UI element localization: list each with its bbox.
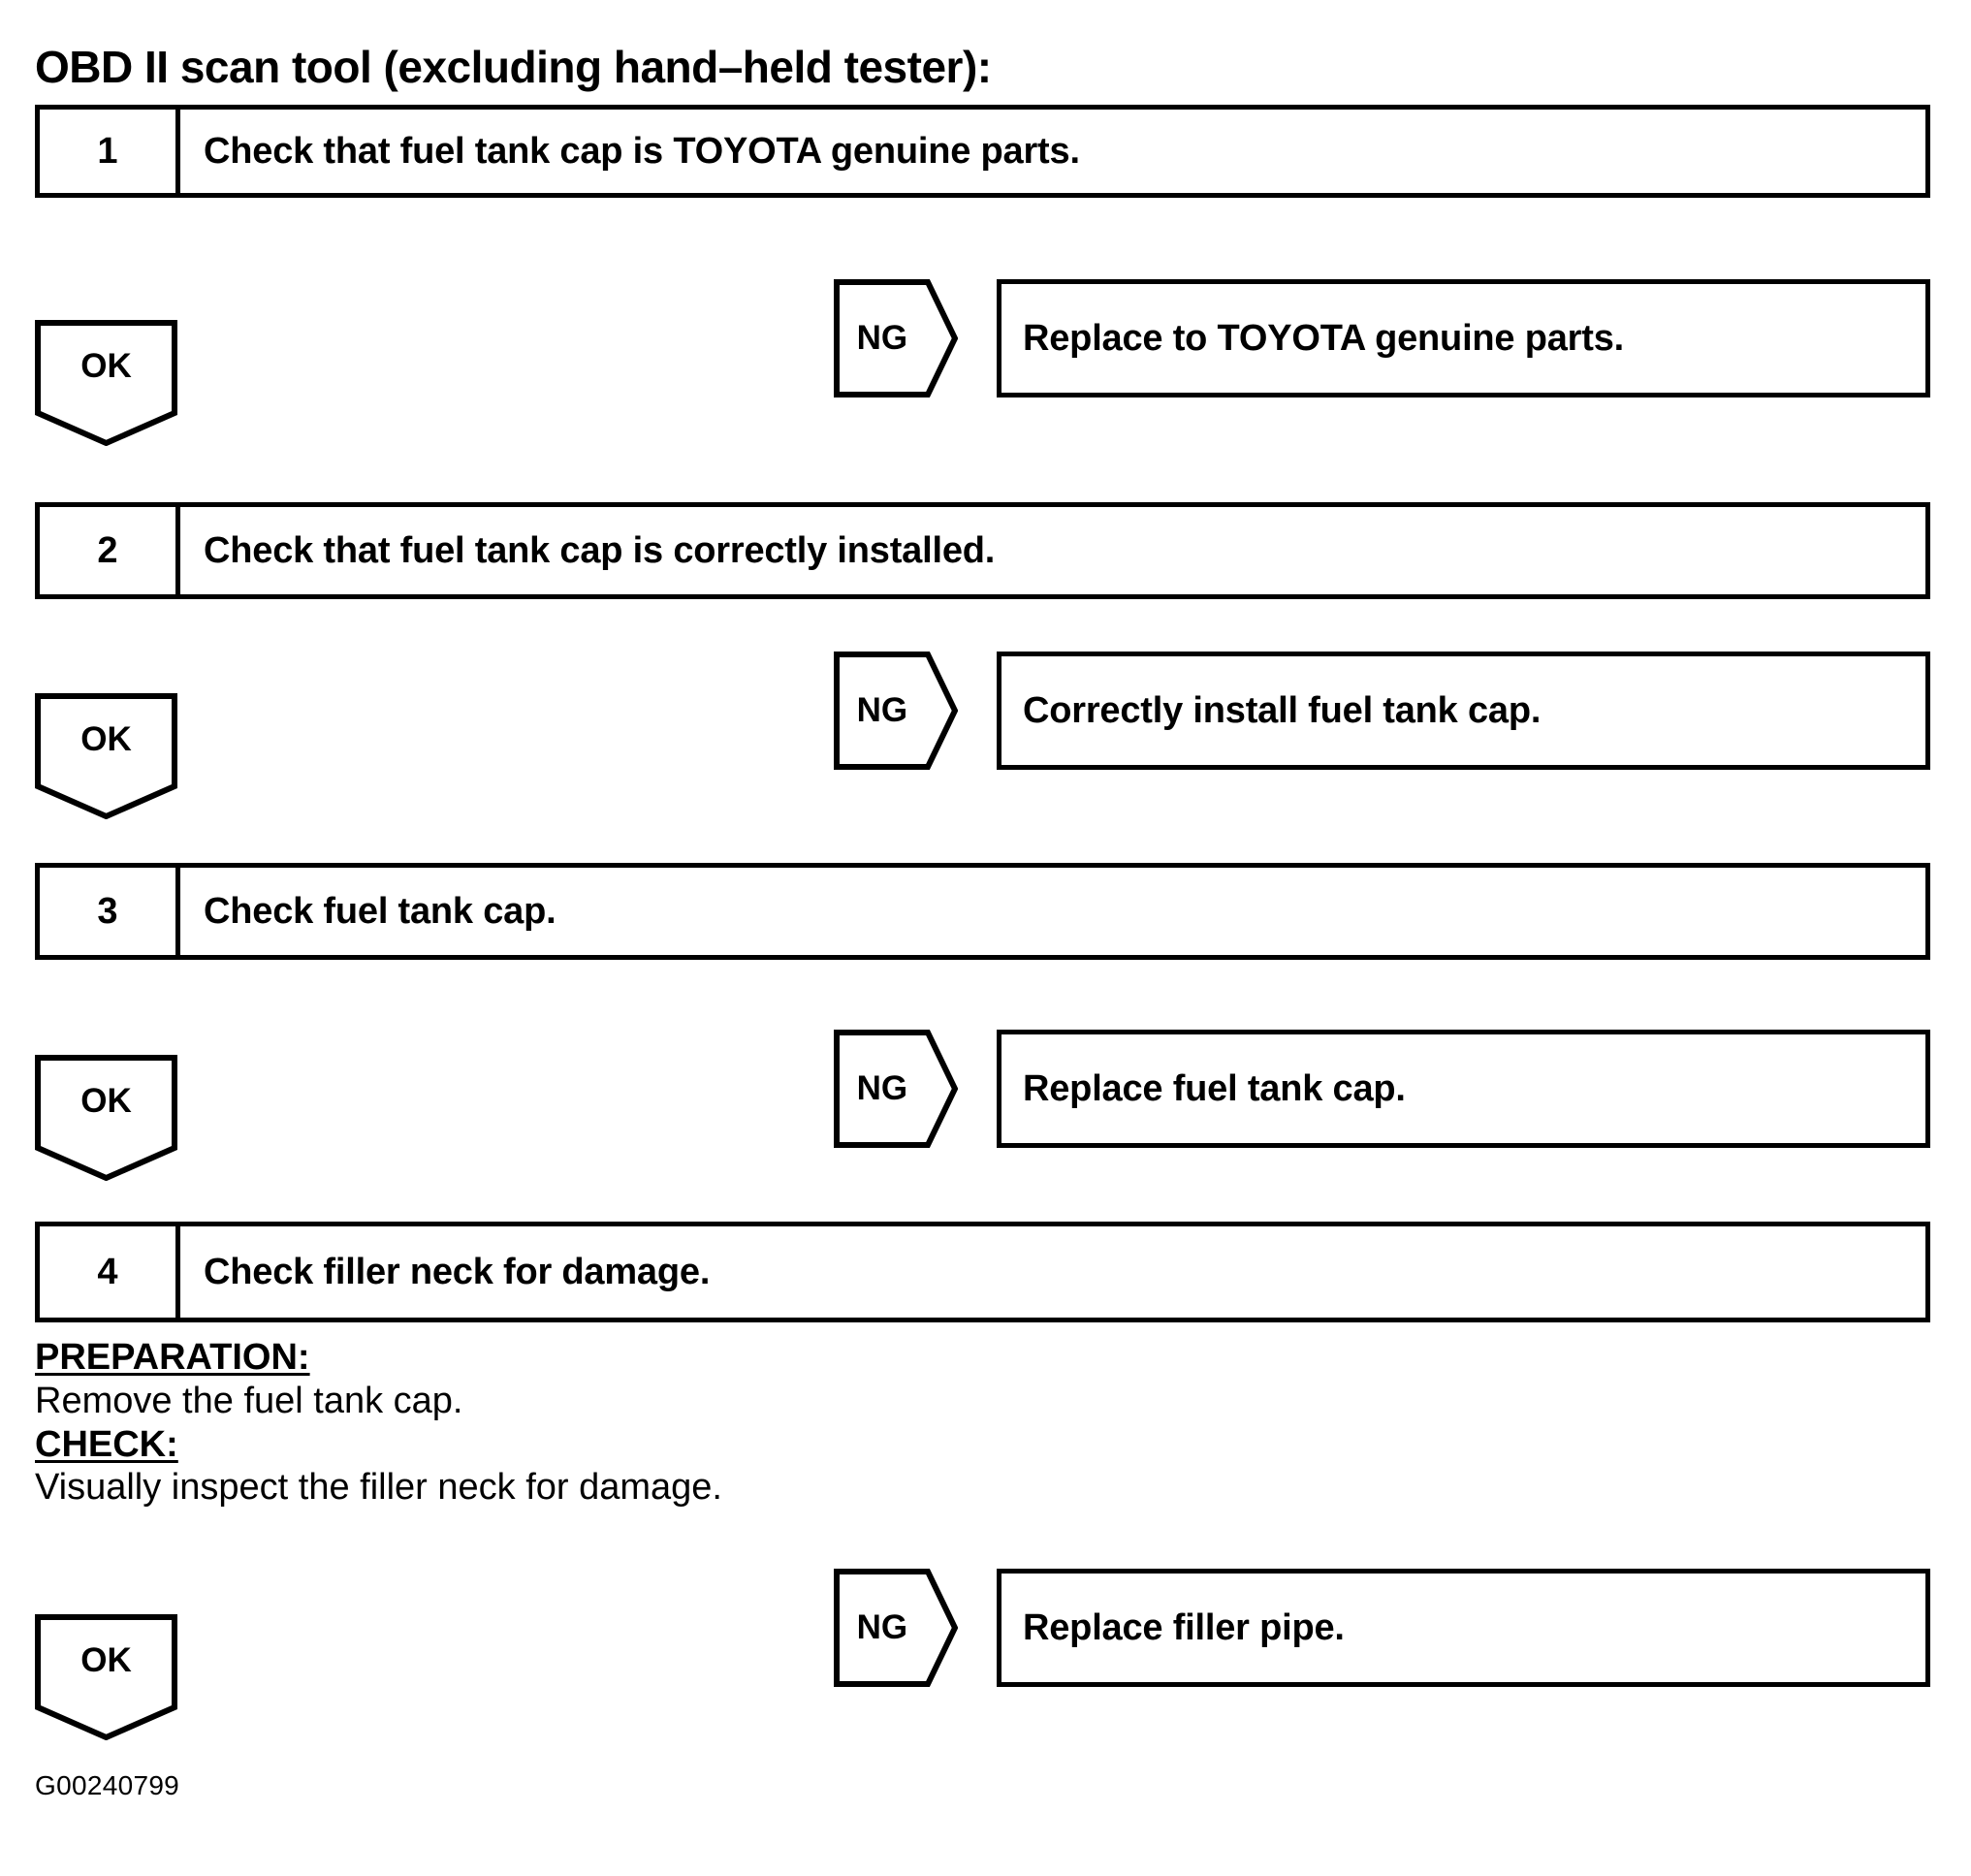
- step-text-3: Check fuel tank cap.: [204, 890, 556, 932]
- ng-result-box-1: Replace to TOYOTA genuine parts.: [997, 279, 1930, 397]
- ok-connector-label-3: OK: [80, 1082, 132, 1121]
- ng-branch-arrow-1: NG: [834, 279, 958, 397]
- ng-branch-arrow-4: NG: [834, 1569, 958, 1687]
- figure-reference-code: G00240799: [35, 1770, 180, 1800]
- ng-result-box-2: Correctly install fuel tank cap.: [997, 652, 1930, 770]
- ok-connector-label-1: OK: [80, 347, 132, 386]
- step-text-1: Check that fuel tank cap is TOYOTA genui…: [204, 130, 1080, 172]
- step-text-4: Check filler neck for damage.: [204, 1251, 711, 1292]
- ng-branch-arrow-2: NG: [834, 652, 958, 770]
- step-number-2: 2: [40, 507, 180, 594]
- preparation-heading: PREPARATION:: [35, 1337, 310, 1378]
- ng-result-box-4: Replace filler pipe.: [997, 1569, 1930, 1687]
- step-box-1: 1 Check that fuel tank cap is TOYOTA gen…: [35, 105, 1930, 198]
- ok-connector-4: OK: [35, 1614, 177, 1740]
- ok-connector-2: OK: [35, 693, 177, 819]
- step-text-2: Check that fuel tank cap is correctly in…: [204, 529, 996, 571]
- step-box-2: 2 Check that fuel tank cap is correctly …: [35, 502, 1930, 599]
- ng-branch-label-4: NG: [856, 1608, 908, 1646]
- ok-connector-label-2: OK: [80, 720, 132, 759]
- step-box-3: 3 Check fuel tank cap.: [35, 863, 1930, 960]
- ng-result-box-3: Replace fuel tank cap.: [997, 1030, 1930, 1148]
- ng-branch-label-2: NG: [856, 691, 908, 729]
- page-title: OBD II scan tool (excluding hand–held te…: [35, 42, 992, 92]
- procedure-block: PREPARATION: Remove the fuel tank cap. C…: [35, 1336, 722, 1510]
- step-box-4: 4 Check filler neck for damage.: [35, 1222, 1930, 1322]
- ok-connector-3: OK: [35, 1055, 177, 1181]
- ng-branch-label-1: NG: [856, 319, 908, 357]
- ok-connector-label-4: OK: [80, 1641, 132, 1680]
- check-text: Visually inspect the filler neck for dam…: [35, 1467, 722, 1509]
- preparation-text: Remove the fuel tank cap.: [35, 1380, 463, 1421]
- step-number-1: 1: [40, 110, 180, 193]
- step-number-4: 4: [40, 1226, 180, 1318]
- check-heading: CHECK:: [35, 1423, 178, 1465]
- ng-branch-arrow-3: NG: [834, 1030, 958, 1148]
- step-number-3: 3: [40, 868, 180, 955]
- ok-connector-1: OK: [35, 320, 177, 446]
- ng-branch-label-3: NG: [856, 1069, 908, 1107]
